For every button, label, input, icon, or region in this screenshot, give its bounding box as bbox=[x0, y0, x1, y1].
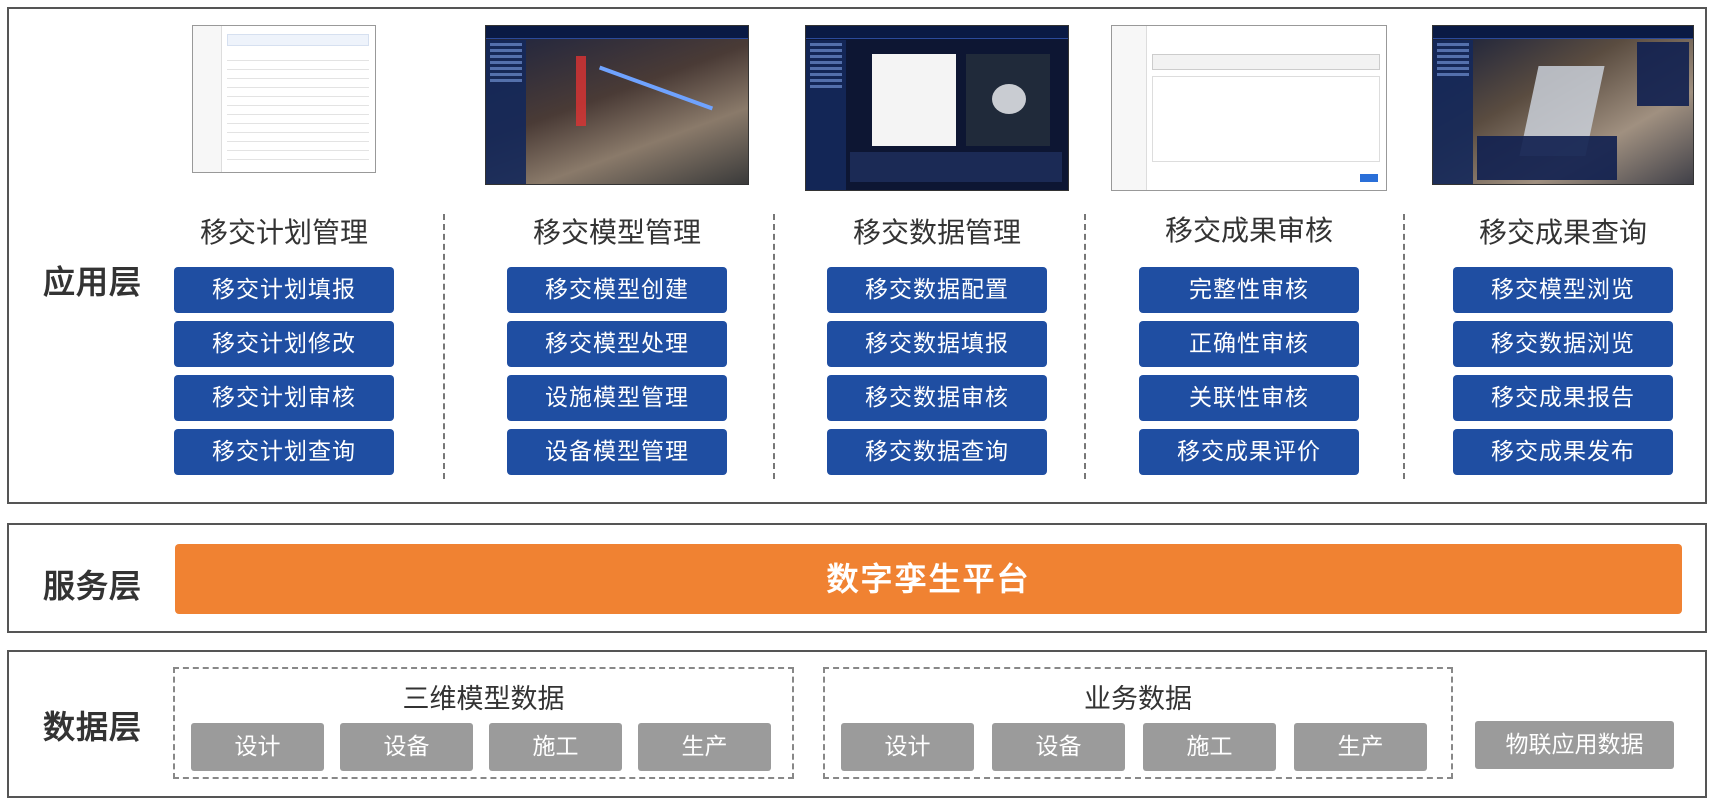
equipment-model-button[interactable]: 设备模型管理 bbox=[507, 429, 727, 475]
business-production-chip: 生产 bbox=[1294, 723, 1427, 771]
3d-model-data-title: 三维模型数据 bbox=[402, 684, 565, 715]
data-fill-button[interactable]: 移交数据填报 bbox=[827, 321, 1047, 367]
3d-production-chip: 生产 bbox=[638, 723, 771, 771]
plan-management-title: 移交计划管理 bbox=[199, 216, 368, 249]
business-data-title: 业务数据 bbox=[1084, 684, 1192, 715]
facility-model-button[interactable]: 设施模型管理 bbox=[507, 375, 727, 421]
data-management-thumbnail bbox=[805, 25, 1069, 191]
3d-model-data-group: 三维模型数据 设计 设备 施工 生产 bbox=[173, 667, 794, 779]
column-data-management: 移交数据管理 移交数据配置 移交数据填报 移交数据审核 移交数据查询 bbox=[805, 9, 1069, 504]
application-layer-label: 应用层 bbox=[43, 263, 143, 301]
digital-twin-platform[interactable]: 数字孪生平台 bbox=[175, 544, 1682, 614]
iot-application-data-chip: 物联应用数据 bbox=[1475, 721, 1674, 769]
result-review-thumbnail bbox=[1111, 25, 1387, 191]
business-construction-chip: 施工 bbox=[1143, 723, 1276, 771]
business-equipment-chip: 设备 bbox=[992, 723, 1125, 771]
data-management-title: 移交数据管理 bbox=[852, 216, 1021, 249]
data-layer-label: 数据层 bbox=[43, 708, 143, 746]
column-plan-management: 移交计划管理 移交计划填报 移交计划修改 移交计划审核 移交计划查询 bbox=[169, 9, 399, 504]
plan-fill-button[interactable]: 移交计划填报 bbox=[174, 267, 394, 313]
result-review-title: 移交成果审核 bbox=[1164, 214, 1333, 247]
correctness-review-button[interactable]: 正确性审核 bbox=[1139, 321, 1359, 367]
model-management-title: 移交模型管理 bbox=[532, 216, 701, 249]
result-query-title: 移交成果查询 bbox=[1478, 216, 1647, 249]
column-result-query: 移交成果查询 移交模型浏览 移交数据浏览 移交成果报告 移交成果发布 bbox=[1432, 9, 1694, 504]
completeness-review-button[interactable]: 完整性审核 bbox=[1139, 267, 1359, 313]
data-query-button[interactable]: 移交数据查询 bbox=[827, 429, 1047, 475]
3d-construction-chip: 施工 bbox=[489, 723, 622, 771]
model-process-button[interactable]: 移交模型处理 bbox=[507, 321, 727, 367]
result-evaluation-button[interactable]: 移交成果评价 bbox=[1139, 429, 1359, 475]
model-browse-button[interactable]: 移交模型浏览 bbox=[1453, 267, 1673, 313]
column-result-review: 移交成果审核 完整性审核 正确性审核 关联性审核 移交成果评价 bbox=[1111, 9, 1387, 504]
result-query-thumbnail bbox=[1432, 25, 1694, 185]
3d-design-chip: 设计 bbox=[191, 723, 324, 771]
column-divider bbox=[443, 214, 445, 479]
application-layer: 应用层 移交计划管理 移交计划填报 移交计划修改 移交计划审核 移交计划查询 bbox=[7, 7, 1707, 504]
business-data-group: 业务数据 设计 设备 施工 生产 bbox=[823, 667, 1453, 779]
service-layer: 服务层 数字孪生平台 bbox=[7, 523, 1707, 633]
data-layer: 数据层 三维模型数据 设计 设备 施工 生产 业务数据 设计 设备 施工 生产 … bbox=[7, 650, 1707, 798]
plan-review-button[interactable]: 移交计划审核 bbox=[174, 375, 394, 421]
data-browse-button[interactable]: 移交数据浏览 bbox=[1453, 321, 1673, 367]
3d-equipment-chip: 设备 bbox=[340, 723, 473, 771]
plan-query-button[interactable]: 移交计划查询 bbox=[174, 429, 394, 475]
model-management-thumbnail bbox=[485, 25, 749, 185]
data-review-button[interactable]: 移交数据审核 bbox=[827, 375, 1047, 421]
model-create-button[interactable]: 移交模型创建 bbox=[507, 267, 727, 313]
plan-edit-button[interactable]: 移交计划修改 bbox=[174, 321, 394, 367]
service-layer-label: 服务层 bbox=[43, 567, 143, 605]
data-config-button[interactable]: 移交数据配置 bbox=[827, 267, 1047, 313]
column-divider bbox=[1084, 214, 1086, 479]
column-divider bbox=[1403, 214, 1405, 479]
plan-management-thumbnail bbox=[192, 25, 376, 173]
relevance-review-button[interactable]: 关联性审核 bbox=[1139, 375, 1359, 421]
column-divider bbox=[773, 214, 775, 479]
result-publish-button[interactable]: 移交成果发布 bbox=[1453, 429, 1673, 475]
business-design-chip: 设计 bbox=[841, 723, 974, 771]
column-model-management: 移交模型管理 移交模型创建 移交模型处理 设施模型管理 设备模型管理 bbox=[485, 9, 749, 504]
result-report-button[interactable]: 移交成果报告 bbox=[1453, 375, 1673, 421]
